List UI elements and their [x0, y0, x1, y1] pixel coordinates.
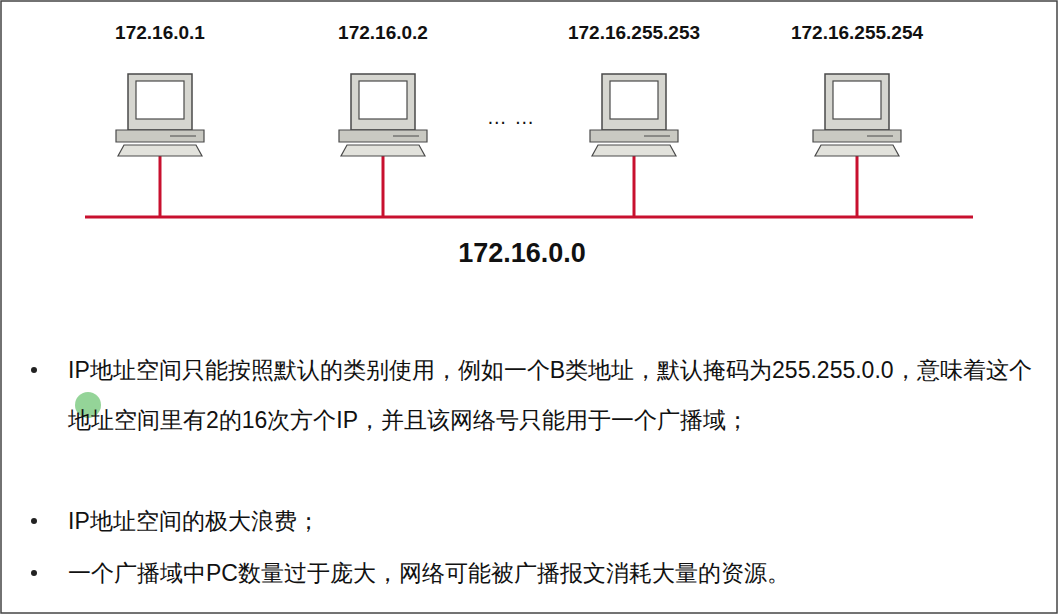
drive-slot — [393, 136, 419, 137]
keyboard — [341, 145, 425, 156]
drop-cable — [159, 156, 162, 217]
monitor — [128, 74, 192, 130]
bullet-dot — [31, 518, 37, 524]
pc-icon — [590, 74, 678, 217]
drop-cable — [856, 156, 859, 217]
screen — [833, 81, 881, 119]
bullet-dot — [31, 367, 37, 373]
drop-cable — [382, 156, 385, 217]
ip-address: 172.16.0.2 — [338, 22, 428, 44]
ip-address: 172.16.255.254 — [791, 22, 923, 44]
screen — [610, 81, 658, 119]
drive-slot — [867, 136, 893, 137]
bullet-text: IP地址空间的极大浪费； — [68, 496, 1040, 546]
screen — [136, 81, 184, 119]
drive-slot — [170, 136, 196, 137]
system-unit — [813, 130, 901, 142]
keyboard — [118, 145, 202, 156]
pc-icon — [339, 74, 427, 217]
network-address: 172.16.0.0 — [458, 238, 586, 269]
ip-address: 172.16.255.253 — [568, 22, 700, 44]
monitor — [602, 74, 666, 130]
keyboard — [815, 145, 899, 156]
bullet-text: 一个广播域中PC数量过于庞大，网络可能被广播报文消耗大量的资源。 — [68, 548, 1040, 598]
bullet-dot — [31, 570, 37, 576]
monitor — [351, 74, 415, 130]
network-bus — [85, 216, 973, 219]
monitor — [825, 74, 889, 130]
ellipsis: … … — [487, 106, 536, 129]
bullet-text: IP地址空间只能按照默认的类别使用，例如一个B类地址，默认掩码为255.255.… — [68, 345, 1040, 445]
keyboard — [592, 145, 676, 156]
system-unit — [590, 130, 678, 142]
pc-icon — [813, 74, 901, 217]
system-unit — [116, 130, 204, 142]
system-unit — [339, 130, 427, 142]
screen — [359, 81, 407, 119]
ip-address: 172.16.0.1 — [115, 22, 205, 44]
drive-slot — [644, 136, 670, 137]
pc-icon — [116, 74, 204, 217]
drop-cable — [633, 156, 636, 217]
